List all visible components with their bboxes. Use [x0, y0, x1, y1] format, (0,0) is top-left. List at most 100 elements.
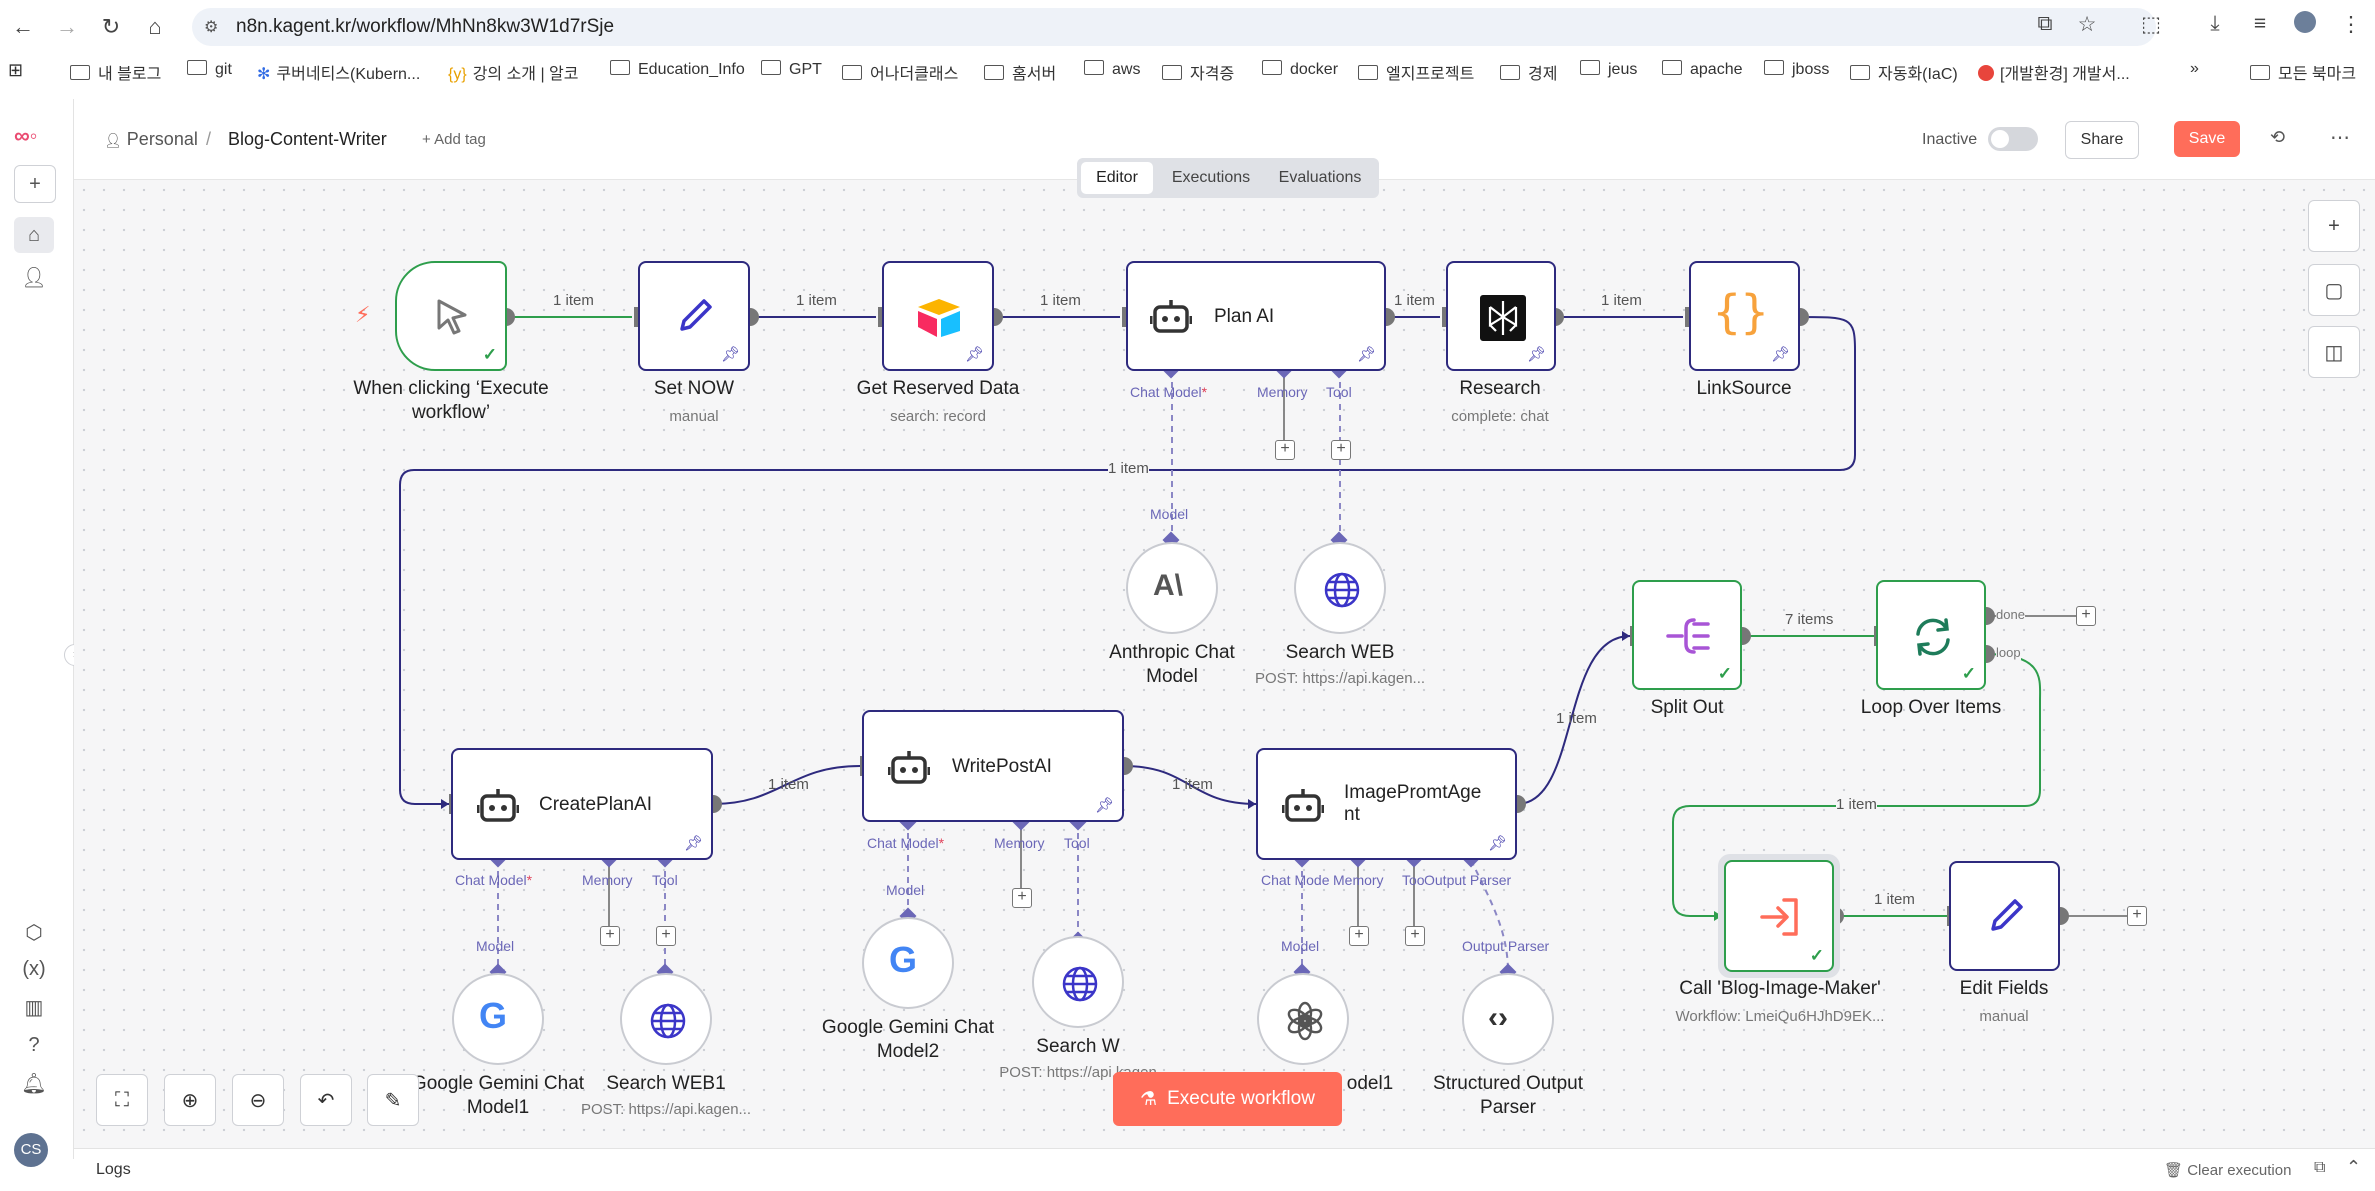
bookmark-item[interactable]: git — [187, 60, 232, 79]
add-memory-button[interactable]: + — [600, 926, 620, 946]
templates-icon[interactable]: ⬡ — [25, 921, 43, 944]
active-toggle[interactable] — [1988, 127, 2038, 151]
site-info-icon[interactable]: ⚙ — [204, 19, 219, 36]
more-options-icon[interactable]: ⋯ — [2330, 127, 2350, 149]
profile-avatar-icon[interactable] — [2290, 11, 2320, 39]
node-loop-over-items[interactable]: ✓ — [1876, 580, 1986, 690]
node-google-gemini-chat-model1[interactable]: G — [452, 973, 544, 1065]
node-manual-trigger[interactable]: ✓ — [395, 261, 507, 371]
menu-kebab-icon[interactable]: ⋮ — [2340, 13, 2362, 36]
tab-editor[interactable]: Editor — [1081, 162, 1153, 194]
undo-icon[interactable]: ↶ — [300, 1074, 352, 1126]
add-tool-button[interactable]: + — [656, 926, 676, 946]
user-avatar[interactable]: CS — [14, 1133, 48, 1167]
node-search-web[interactable] — [1294, 542, 1386, 634]
node-structured-output-parser[interactable]: ‹› — [1462, 973, 1554, 1065]
apps-grid-icon[interactable]: ⊞ — [8, 60, 24, 80]
more-bookmarks-icon[interactable]: » — [2190, 60, 2199, 77]
n8n-logo-icon[interactable]: ∞◦ — [14, 123, 38, 148]
clear-execution-button[interactable]: 🗑︎ Clear execution — [2164, 1162, 2292, 1179]
bookmark-item[interactable]: aws — [1084, 60, 1140, 79]
help-icon[interactable]: ? — [28, 1033, 40, 1056]
bookmark-item[interactable]: GPT — [761, 60, 822, 79]
user-icon[interactable]: 👤︎ — [21, 266, 47, 289]
address-bar[interactable]: ⚙ n8n.kagent.kr/workflow/MhNn8kw3W1d7rSj… — [192, 8, 2156, 46]
bookmark-item[interactable]: ✻쿠버네티스(Kubern... — [257, 66, 421, 83]
node-writepostai[interactable]: WritePostAI 📌︎ — [862, 710, 1124, 822]
node-title: Research — [1459, 378, 1541, 399]
notification-bell-icon[interactable]: 🔔︎ — [21, 1072, 47, 1095]
reload-icon[interactable]: ↻ — [101, 14, 121, 39]
back-icon[interactable]: ← — [12, 14, 34, 39]
breadcrumb[interactable]: 👤︎ Personal — [104, 129, 198, 149]
zoom-out-icon[interactable]: ⊖ — [232, 1074, 284, 1126]
download-icon[interactable]: ⤓ — [2210, 12, 2220, 35]
node-get-reserved-data[interactable]: 📌︎ — [882, 261, 994, 371]
execute-workflow-button[interactable]: ⚗︎ Execute workflow — [1113, 1072, 1342, 1126]
tidy-up-icon[interactable]: ✎ — [367, 1074, 419, 1126]
node-search-w[interactable] — [1032, 936, 1124, 1028]
side-panel-icon[interactable]: ◫ — [2308, 326, 2360, 378]
media-icon[interactable]: ≡ — [2253, 12, 2267, 35]
add-tool-button[interactable]: + — [1405, 926, 1425, 946]
node-anthropic-chat-model[interactable]: A\ — [1126, 542, 1218, 634]
node-imagepromptagent[interactable]: ImagePromtAge nt 📌︎ — [1256, 748, 1517, 860]
add-memory-button[interactable]: + — [1012, 888, 1032, 908]
add-memory-button[interactable]: + — [1275, 440, 1295, 460]
pop-out-icon[interactable]: ⧉ — [2314, 1159, 2326, 1176]
bookmark-item[interactable]: 홈서버 — [984, 60, 1056, 84]
node-call-blog-image-maker[interactable]: ✓ — [1724, 860, 1834, 972]
insights-icon[interactable]: ▥ — [24, 996, 44, 1019]
extensions-icon[interactable]: ⬚ — [2141, 13, 2161, 36]
bookmark-item[interactable]: 자동화(IaC) — [1850, 60, 1958, 84]
add-node-icon[interactable]: + — [2308, 200, 2360, 252]
bookmark-item[interactable]: 엘지프로젝트 — [1358, 60, 1474, 84]
bookmark-item[interactable]: [개발환경] 개발서... — [1978, 60, 2130, 84]
node-split-out[interactable]: ✓ — [1632, 580, 1742, 690]
zoom-in-icon[interactable]: ⊕ — [164, 1074, 216, 1126]
node-linksource[interactable]: {} 📌︎ — [1689, 261, 1800, 371]
fit-view-icon[interactable]: ⛶ — [96, 1074, 148, 1126]
bookmark-item[interactable]: 모든 북마크 — [2250, 60, 2356, 84]
bookmark-item[interactable]: 어나더클래스 — [842, 60, 958, 84]
node-set-now[interactable]: 📌︎ — [638, 261, 750, 371]
bookmark-item[interactable]: apache — [1662, 60, 1743, 79]
add-node-button[interactable]: + — [2076, 606, 2096, 626]
bookmark-item[interactable]: {y}강의 소개 | 알코 — [448, 66, 579, 83]
node-google-gemini-chat-model2[interactable]: G — [862, 917, 954, 1009]
save-button[interactable]: Save — [2174, 121, 2240, 157]
bookmark-item[interactable]: jeus — [1580, 60, 1637, 79]
add-tag-link[interactable]: + Add tag — [422, 131, 486, 148]
add-node-button[interactable]: + — [2127, 906, 2147, 926]
node-openai-chat-model[interactable] — [1257, 973, 1349, 1065]
add-tool-button[interactable]: + — [1331, 440, 1351, 460]
bookmark-item[interactable]: docker — [1262, 60, 1338, 79]
node-createplanai[interactable]: CreatePlanAI 📌︎ — [451, 748, 713, 860]
add-icon[interactable]: + — [14, 165, 56, 203]
tab-evaluations[interactable]: Evaluations — [1278, 169, 1362, 186]
node-search-web1[interactable] — [620, 973, 712, 1065]
home-icon[interactable]: ⌂ — [14, 217, 54, 253]
bookmark-item[interactable]: Education_Info — [610, 60, 745, 79]
logs-bar[interactable]: Logs 🗑︎ Clear execution ⧉ ⌃ — [74, 1148, 2375, 1191]
bookmark-item[interactable]: jboss — [1764, 60, 1829, 79]
variables-icon[interactable]: (x) — [22, 957, 46, 980]
bookmark-item[interactable]: 자격증 — [1162, 60, 1234, 84]
workflow-name[interactable]: Blog-Content-Writer — [228, 129, 387, 149]
tab-executions[interactable]: Executions — [1171, 169, 1251, 186]
node-title: WritePostAI — [952, 756, 1052, 777]
add-memory-button[interactable]: + — [1349, 926, 1369, 946]
bookmark-item[interactable]: 내 블로그 — [70, 60, 161, 84]
forward-icon[interactable]: → — [56, 14, 78, 39]
home-icon[interactable]: ⌂ — [148, 14, 162, 39]
node-plan-ai[interactable]: Plan AI 📌︎ — [1126, 261, 1386, 371]
translate-icon[interactable]: ⧉ — [2037, 12, 2053, 35]
node-edit-fields[interactable] — [1949, 861, 2060, 971]
node-research[interactable]: 📌︎ — [1446, 261, 1556, 371]
history-icon[interactable]: ⟲ — [2270, 127, 2286, 147]
share-button[interactable]: Share — [2065, 121, 2139, 159]
sticky-note-icon[interactable]: ▢ — [2308, 264, 2360, 316]
bookmark-item[interactable]: 경제 — [1500, 60, 1557, 84]
bookmark-star-icon[interactable]: ☆ — [2077, 13, 2097, 36]
chevron-up-icon[interactable]: ⌃ — [2346, 1157, 2362, 1177]
